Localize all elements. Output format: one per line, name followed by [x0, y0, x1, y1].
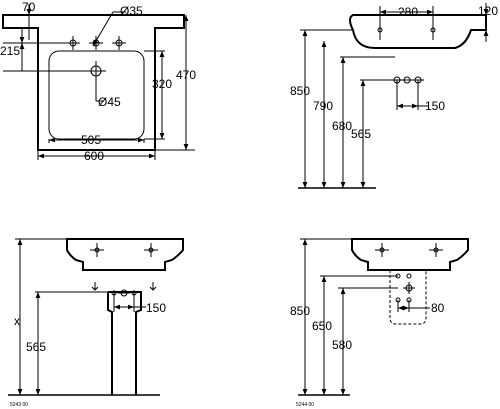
dim-850: 850: [290, 304, 310, 318]
article-code: 5244 00: [296, 402, 314, 408]
pedestal-outline: [107, 291, 142, 395]
dim-d35: Ø35: [120, 4, 143, 18]
basin-outline-front: [351, 238, 469, 271]
tap-hole-icon: [144, 243, 158, 257]
tap-hole-icon: [89, 36, 103, 50]
dim-580: 580: [332, 338, 352, 352]
dim-280: 280: [398, 5, 418, 19]
dim-850: 850: [290, 84, 310, 98]
dim-505: 505: [81, 133, 101, 147]
dim-120: 120: [478, 4, 498, 18]
semi-pedestal-outline: [389, 270, 427, 325]
basin-outline-front: [66, 238, 184, 271]
tap-hole-icon: [112, 36, 126, 50]
dim-215: 215: [0, 44, 20, 58]
dim-600: 600: [84, 149, 104, 163]
dim-680: 680: [332, 119, 352, 133]
dim-650: 650: [312, 319, 332, 333]
dim-150: 150: [425, 99, 445, 113]
dim-790: 790: [313, 99, 333, 113]
top-view: 70 215 Ø35 Ø45 470 320 505 600: [0, 0, 196, 163]
front-view-semi-pedestal: 850 650 580 80 5244 00: [290, 238, 469, 408]
tap-hole-icon: [429, 243, 443, 257]
side-view: 280 120 850 790 680 565 150: [290, 3, 498, 189]
dim-565: 565: [26, 340, 46, 354]
tap-hole-icon: [375, 243, 389, 257]
dim-x: x: [14, 314, 20, 328]
dim-70: 70: [22, 0, 36, 14]
article-code: 5243 00: [10, 402, 28, 408]
dim-470: 470: [176, 68, 196, 82]
dim-320: 320: [152, 77, 172, 91]
dim-80: 80: [431, 301, 445, 315]
waste-outlet-icon: [395, 273, 415, 303]
tap-hole-icon: [90, 243, 104, 257]
dim-150: 150: [146, 301, 166, 315]
basin-outline-side: [349, 14, 487, 49]
dim-565: 565: [351, 127, 371, 141]
waste-outlet-icon: [111, 289, 137, 297]
dim-d45: Ø45: [98, 95, 121, 109]
front-view-pedestal: x 565 150 5243 00: [8, 238, 184, 408]
